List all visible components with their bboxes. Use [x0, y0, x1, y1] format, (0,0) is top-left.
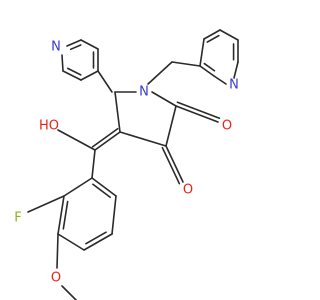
bond-2 [66, 67, 82, 76]
bond-42 [91, 177, 117, 197]
bond-19 [147, 61, 173, 85]
atom-hydroxy: HO [39, 119, 59, 134]
bond-9 [97, 70, 113, 93]
bond-45 [56, 233, 59, 269]
bond-46 [61, 285, 77, 300]
bond-32 [91, 127, 119, 148]
bond-30 [203, 62, 216, 72]
bond-lines [27, 29, 239, 300]
bond-13 [119, 131, 167, 147]
atom-n-pyrrolidine: N [139, 85, 149, 100]
bond-37 [62, 200, 69, 230]
bond-16 [176, 101, 221, 120]
atom-o-keto-bottom: O [183, 183, 193, 198]
bond-36 [57, 195, 65, 235]
bond-7 [66, 39, 82, 47]
bond-22 [203, 29, 221, 40]
bond-12 [165, 105, 177, 147]
bond-14 [114, 91, 121, 133]
atom-n-pyridine-top: N [51, 40, 61, 55]
bond-41 [111, 195, 117, 235]
bond-43 [92, 183, 111, 199]
bond-20 [171, 61, 201, 67]
bond-40 [85, 231, 107, 245]
bond-38 [57, 233, 85, 251]
bond-18 [161, 146, 181, 185]
bond-3 [80, 70, 99, 81]
atom-o-methoxy: O [51, 271, 61, 286]
bond-35 [63, 177, 93, 197]
bond-31 [94, 131, 121, 151]
bond-34 [91, 149, 96, 179]
bond-1 [62, 70, 82, 81]
bond-39 [83, 233, 113, 251]
bond-15 [175, 105, 219, 123]
atom-labels: N N N HO O O F O [14, 40, 239, 286]
bond-11 [151, 91, 177, 107]
bond-33 [57, 129, 96, 151]
bond-44 [27, 195, 65, 213]
bond-28 [213, 75, 227, 85]
bond-0 [61, 54, 64, 72]
atom-fluorine: F [14, 211, 21, 226]
bond-17 [165, 145, 184, 183]
bond-8 [69, 44, 82, 51]
molecule-diagram: N N N HO O O F O [14, 29, 239, 300]
atom-n-pyridine-right: N [229, 78, 239, 93]
bond-6 [80, 39, 99, 50]
bond-23 [206, 34, 220, 43]
bond-29 [199, 65, 215, 77]
bond-27 [233, 61, 239, 79]
bond-21 [199, 38, 205, 67]
atom-o-keto-right: O [222, 119, 232, 134]
bond-24 [219, 29, 239, 41]
